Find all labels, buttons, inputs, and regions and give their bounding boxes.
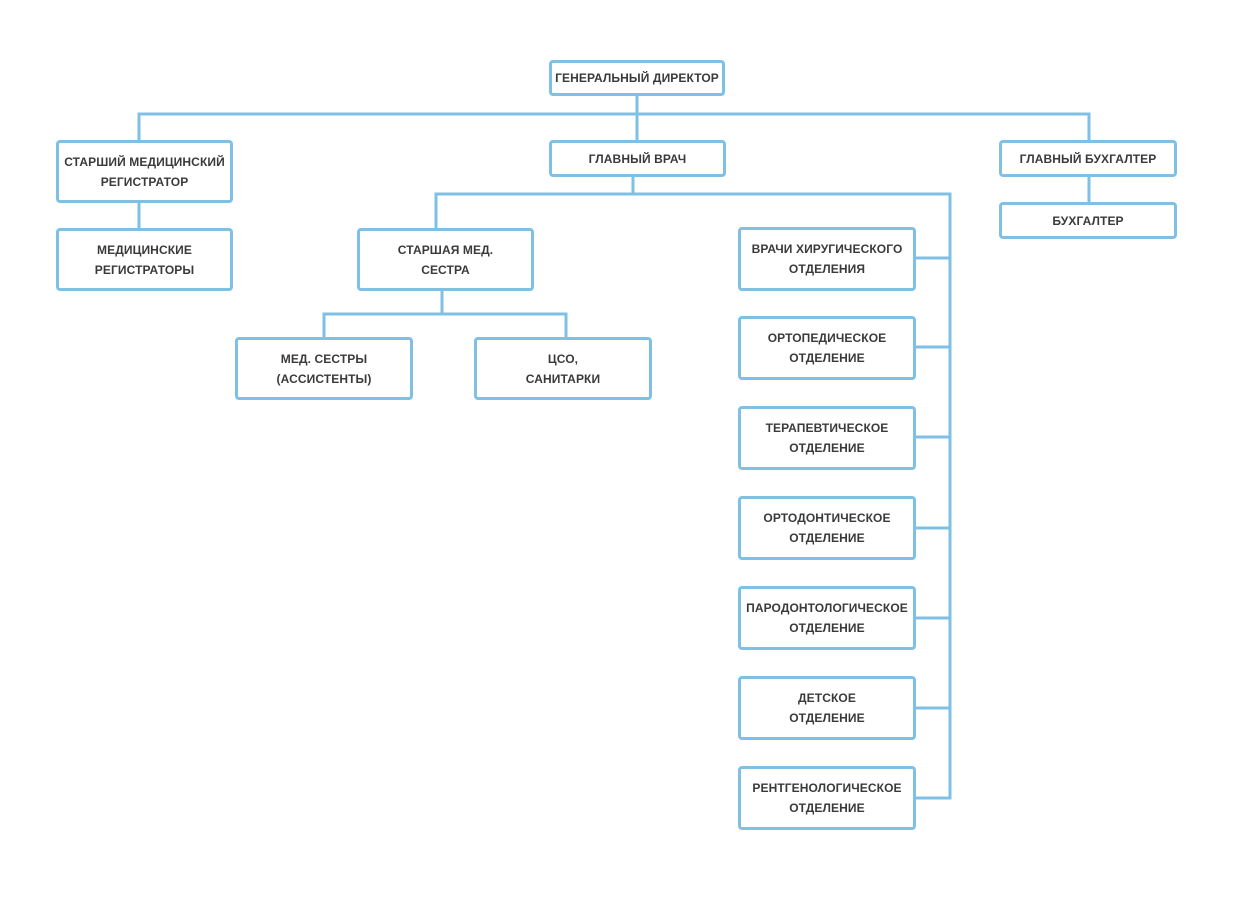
node-periodontology-dept: ПАРОДОНТОЛОГИЧЕСКОЕ ОТДЕЛЕНИЕ (738, 586, 916, 650)
node-orthopedic-dept: ОРТОПЕДИЧЕСКОЕ ОТДЕЛЕНИЕ (738, 316, 916, 380)
node-label: ОРТОПЕДИЧЕСКОЕ ОТДЕЛЕНИЕ (767, 331, 887, 365)
node-label: МЕДИЦИНСКИЕ РЕГИСТРАТОРЫ (94, 242, 195, 277)
node-label: СТАРШАЯ МЕД. СЕСТРА (397, 242, 494, 277)
node-label: СТАРШИЙ МЕДИЦИНСКИЙ РЕГИСТРАТОР (64, 154, 225, 189)
node-children-dept: ДЕТСКОЕ ОТДЕЛЕНИЕ (738, 676, 916, 740)
node-general-director: ГЕНЕРАЛЬНЫЙ ДИРЕКТОР (549, 60, 725, 96)
node-label: ОРТОДОНТИЧЕСКОЕ ОТДЕЛЕНИЕ (763, 511, 891, 545)
node-label: РЕНТГЕНОЛОГИЧЕСКОЕ ОТДЕЛЕНИЕ (752, 781, 902, 815)
node-medical-registrars: МЕДИЦИНСКИЕ РЕГИСТРАТОРЫ (56, 228, 233, 291)
node-cso-orderlies: ЦСО, САНИТАРКИ (474, 337, 652, 400)
node-chief-doctor: ГЛАВНЫЙ ВРАЧ (549, 140, 726, 177)
node-label: БУХГАЛТЕР (1052, 213, 1124, 228)
node-label: ГЛАВНЫЙ БУХГАЛТЕР (1019, 151, 1157, 166)
node-therapeutic-dept: ТЕРАПЕВТИЧЕСКОЕ ОТДЕЛЕНИЕ (738, 406, 916, 470)
node-surgical-doctors: ВРАЧИ ХИРУГИЧЕСКОГО ОТДЕЛЕНИЯ (738, 227, 916, 291)
node-senior-nurse: СТАРШАЯ МЕД. СЕСТРА (357, 228, 534, 291)
node-label: ПАРОДОНТОЛОГИЧЕСКОЕ ОТДЕЛЕНИЕ (746, 601, 908, 635)
node-label: ЦСО, САНИТАРКИ (525, 351, 601, 386)
node-nurses-assistants: МЕД. СЕСТРЫ (АССИСТЕНТЫ) (235, 337, 413, 400)
node-senior-registrar: СТАРШИЙ МЕДИЦИНСКИЙ РЕГИСТРАТОР (56, 140, 233, 203)
node-label: ДЕТСКОЕ ОТДЕЛЕНИЕ (789, 691, 865, 725)
node-label: МЕД. СЕСТРЫ (АССИСТЕНТЫ) (276, 351, 372, 386)
node-label: ГЛАВНЫЙ ВРАЧ (588, 151, 687, 166)
node-label: ГЕНЕРАЛЬНЫЙ ДИРЕКТОР (555, 71, 719, 85)
node-radiology-dept: РЕНТГЕНОЛОГИЧЕСКОЕ ОТДЕЛЕНИЕ (738, 766, 916, 830)
node-accountant: БУХГАЛТЕР (999, 202, 1177, 239)
node-label: ВРАЧИ ХИРУГИЧЕСКОГО ОТДЕЛЕНИЯ (751, 242, 903, 276)
node-label: ТЕРАПЕВТИЧЕСКОЕ ОТДЕЛЕНИЕ (765, 421, 889, 455)
node-chief-accountant: ГЛАВНЫЙ БУХГАЛТЕР (999, 140, 1177, 177)
node-orthodontic-dept: ОРТОДОНТИЧЕСКОЕ ОТДЕЛЕНИЕ (738, 496, 916, 560)
